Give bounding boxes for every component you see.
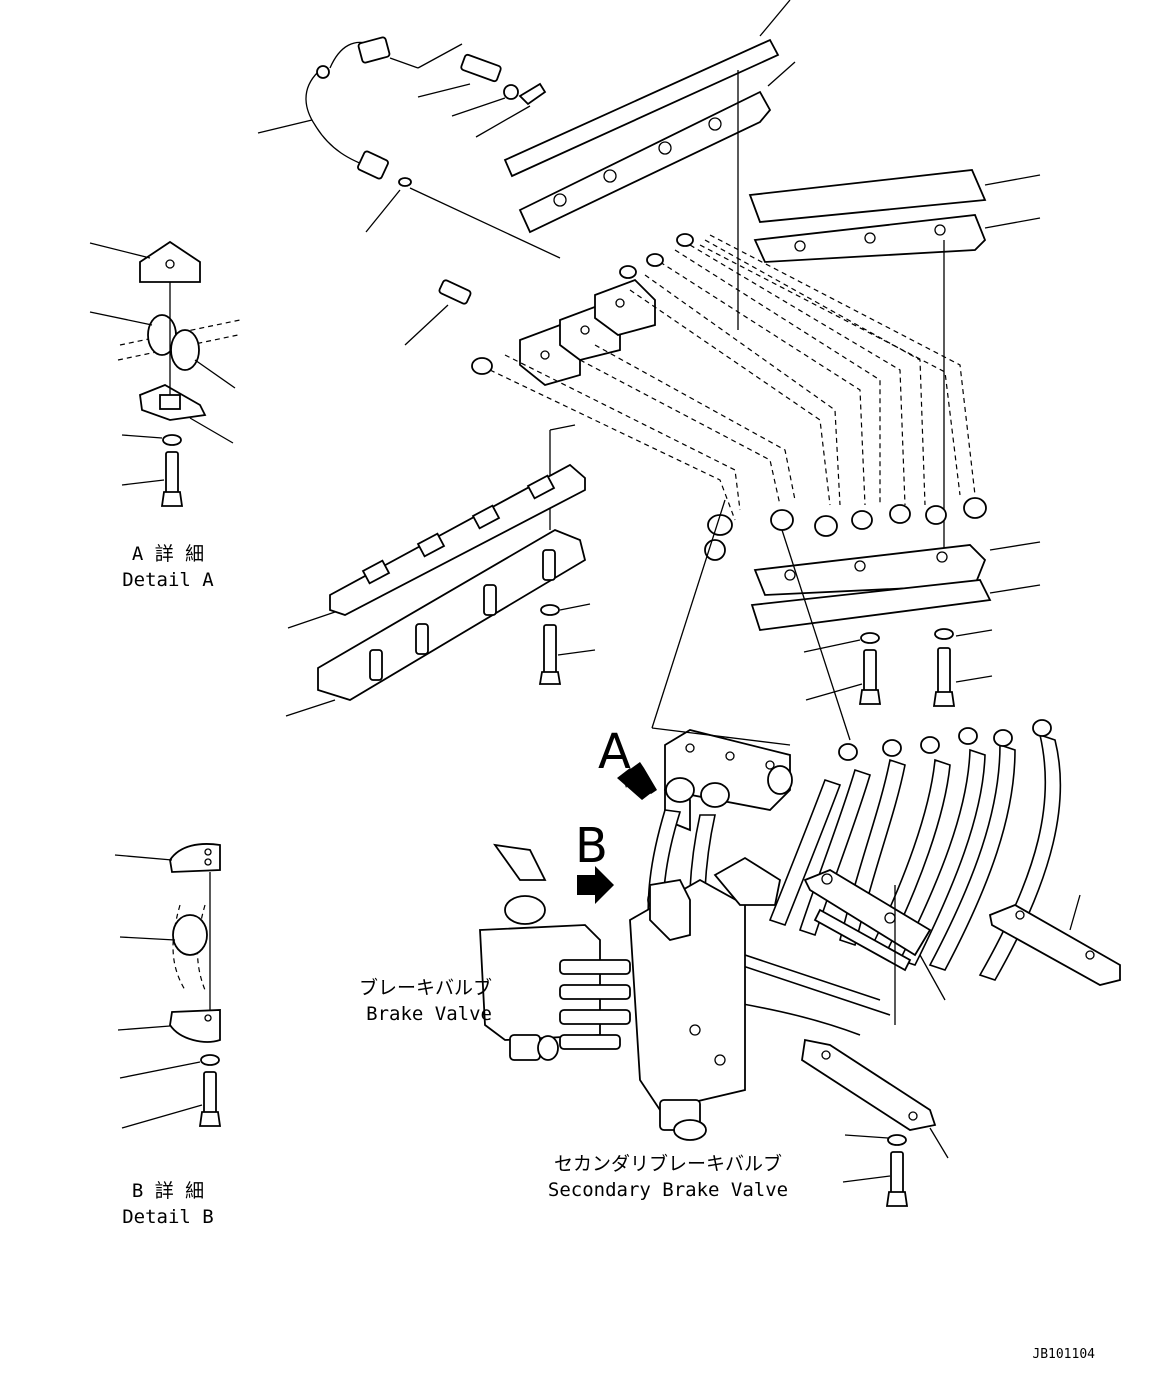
- manifold-blocks: [404, 278, 656, 386]
- view-arrow-b: [577, 866, 614, 904]
- left-clamp-assembly: [285, 463, 596, 717]
- detail-a-drawing: [89, 240, 241, 507]
- detail-a-title-jp: A 詳 細: [132, 543, 204, 565]
- detail-b-title-en: Detail B: [122, 1206, 214, 1228]
- right-clamp-plates: [748, 169, 1041, 602]
- secondary-brake-valve-body: [629, 856, 782, 1141]
- brake-valve-label-en: Brake Valve: [366, 1003, 492, 1025]
- view-b-letter: B: [575, 818, 608, 874]
- hydraulic-lines-upper: [471, 233, 987, 561]
- right-mid-clamp-assembly: [750, 529, 1041, 741]
- detail-b-title-jp: B 詳 細: [132, 1180, 204, 1202]
- secondary-valve-label-en: Secondary Brake Valve: [548, 1179, 788, 1201]
- detail-b-drawing: [114, 843, 222, 1129]
- brake-valve-label-jp: ブレーキバルブ: [359, 976, 492, 999]
- bracket-lower: [801, 1038, 949, 1207]
- bracket-right: [803, 868, 1121, 1025]
- valve-manifold-a: [651, 499, 793, 832]
- brake-valve-body: [479, 843, 631, 1061]
- view-arrow-a: [617, 762, 657, 800]
- detail-a-title-en: Detail A: [122, 569, 214, 591]
- sensor-harness: [257, 36, 391, 180]
- drawing-code: JB101104: [1032, 1347, 1095, 1362]
- upper-clamp-plates: [503, 0, 796, 330]
- secondary-valve-label-jp: セカンダリブレーキバルブ: [554, 1152, 782, 1175]
- view-a-letter: A: [598, 724, 631, 780]
- small-bolt-group: [365, 43, 561, 259]
